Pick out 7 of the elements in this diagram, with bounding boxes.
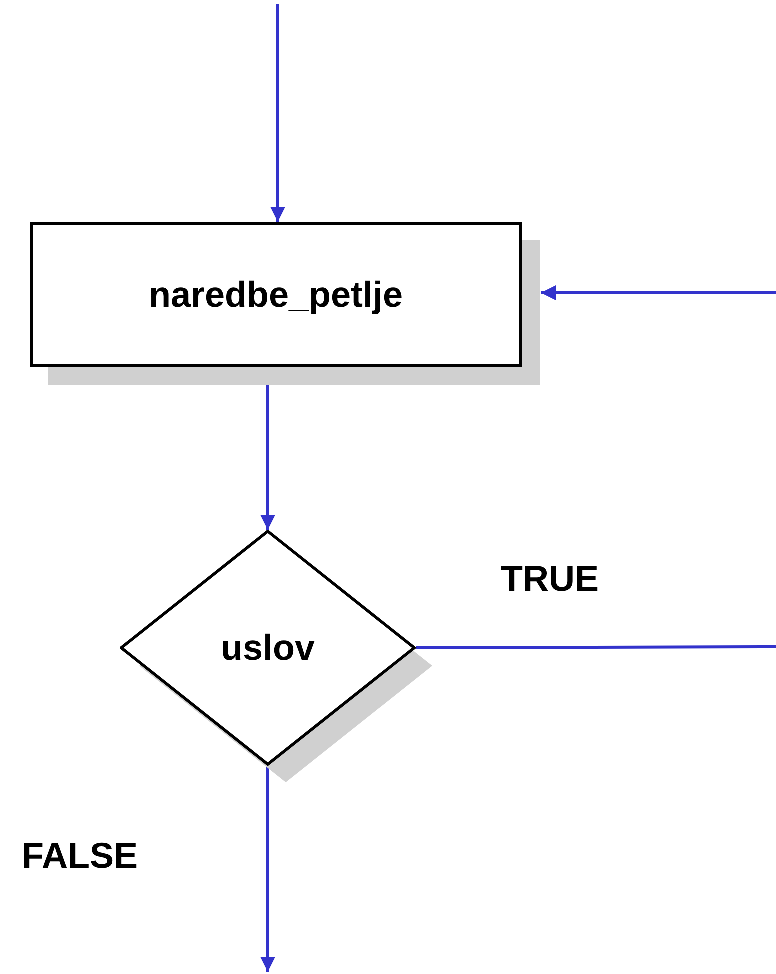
node-label: uslov [220,627,316,669]
connector-line [416,646,776,650]
arrow [270,4,286,222]
arrow [541,286,776,300]
arrow [260,766,276,972]
node-label: naredbe_petlje [148,274,404,316]
arrow [260,385,276,530]
